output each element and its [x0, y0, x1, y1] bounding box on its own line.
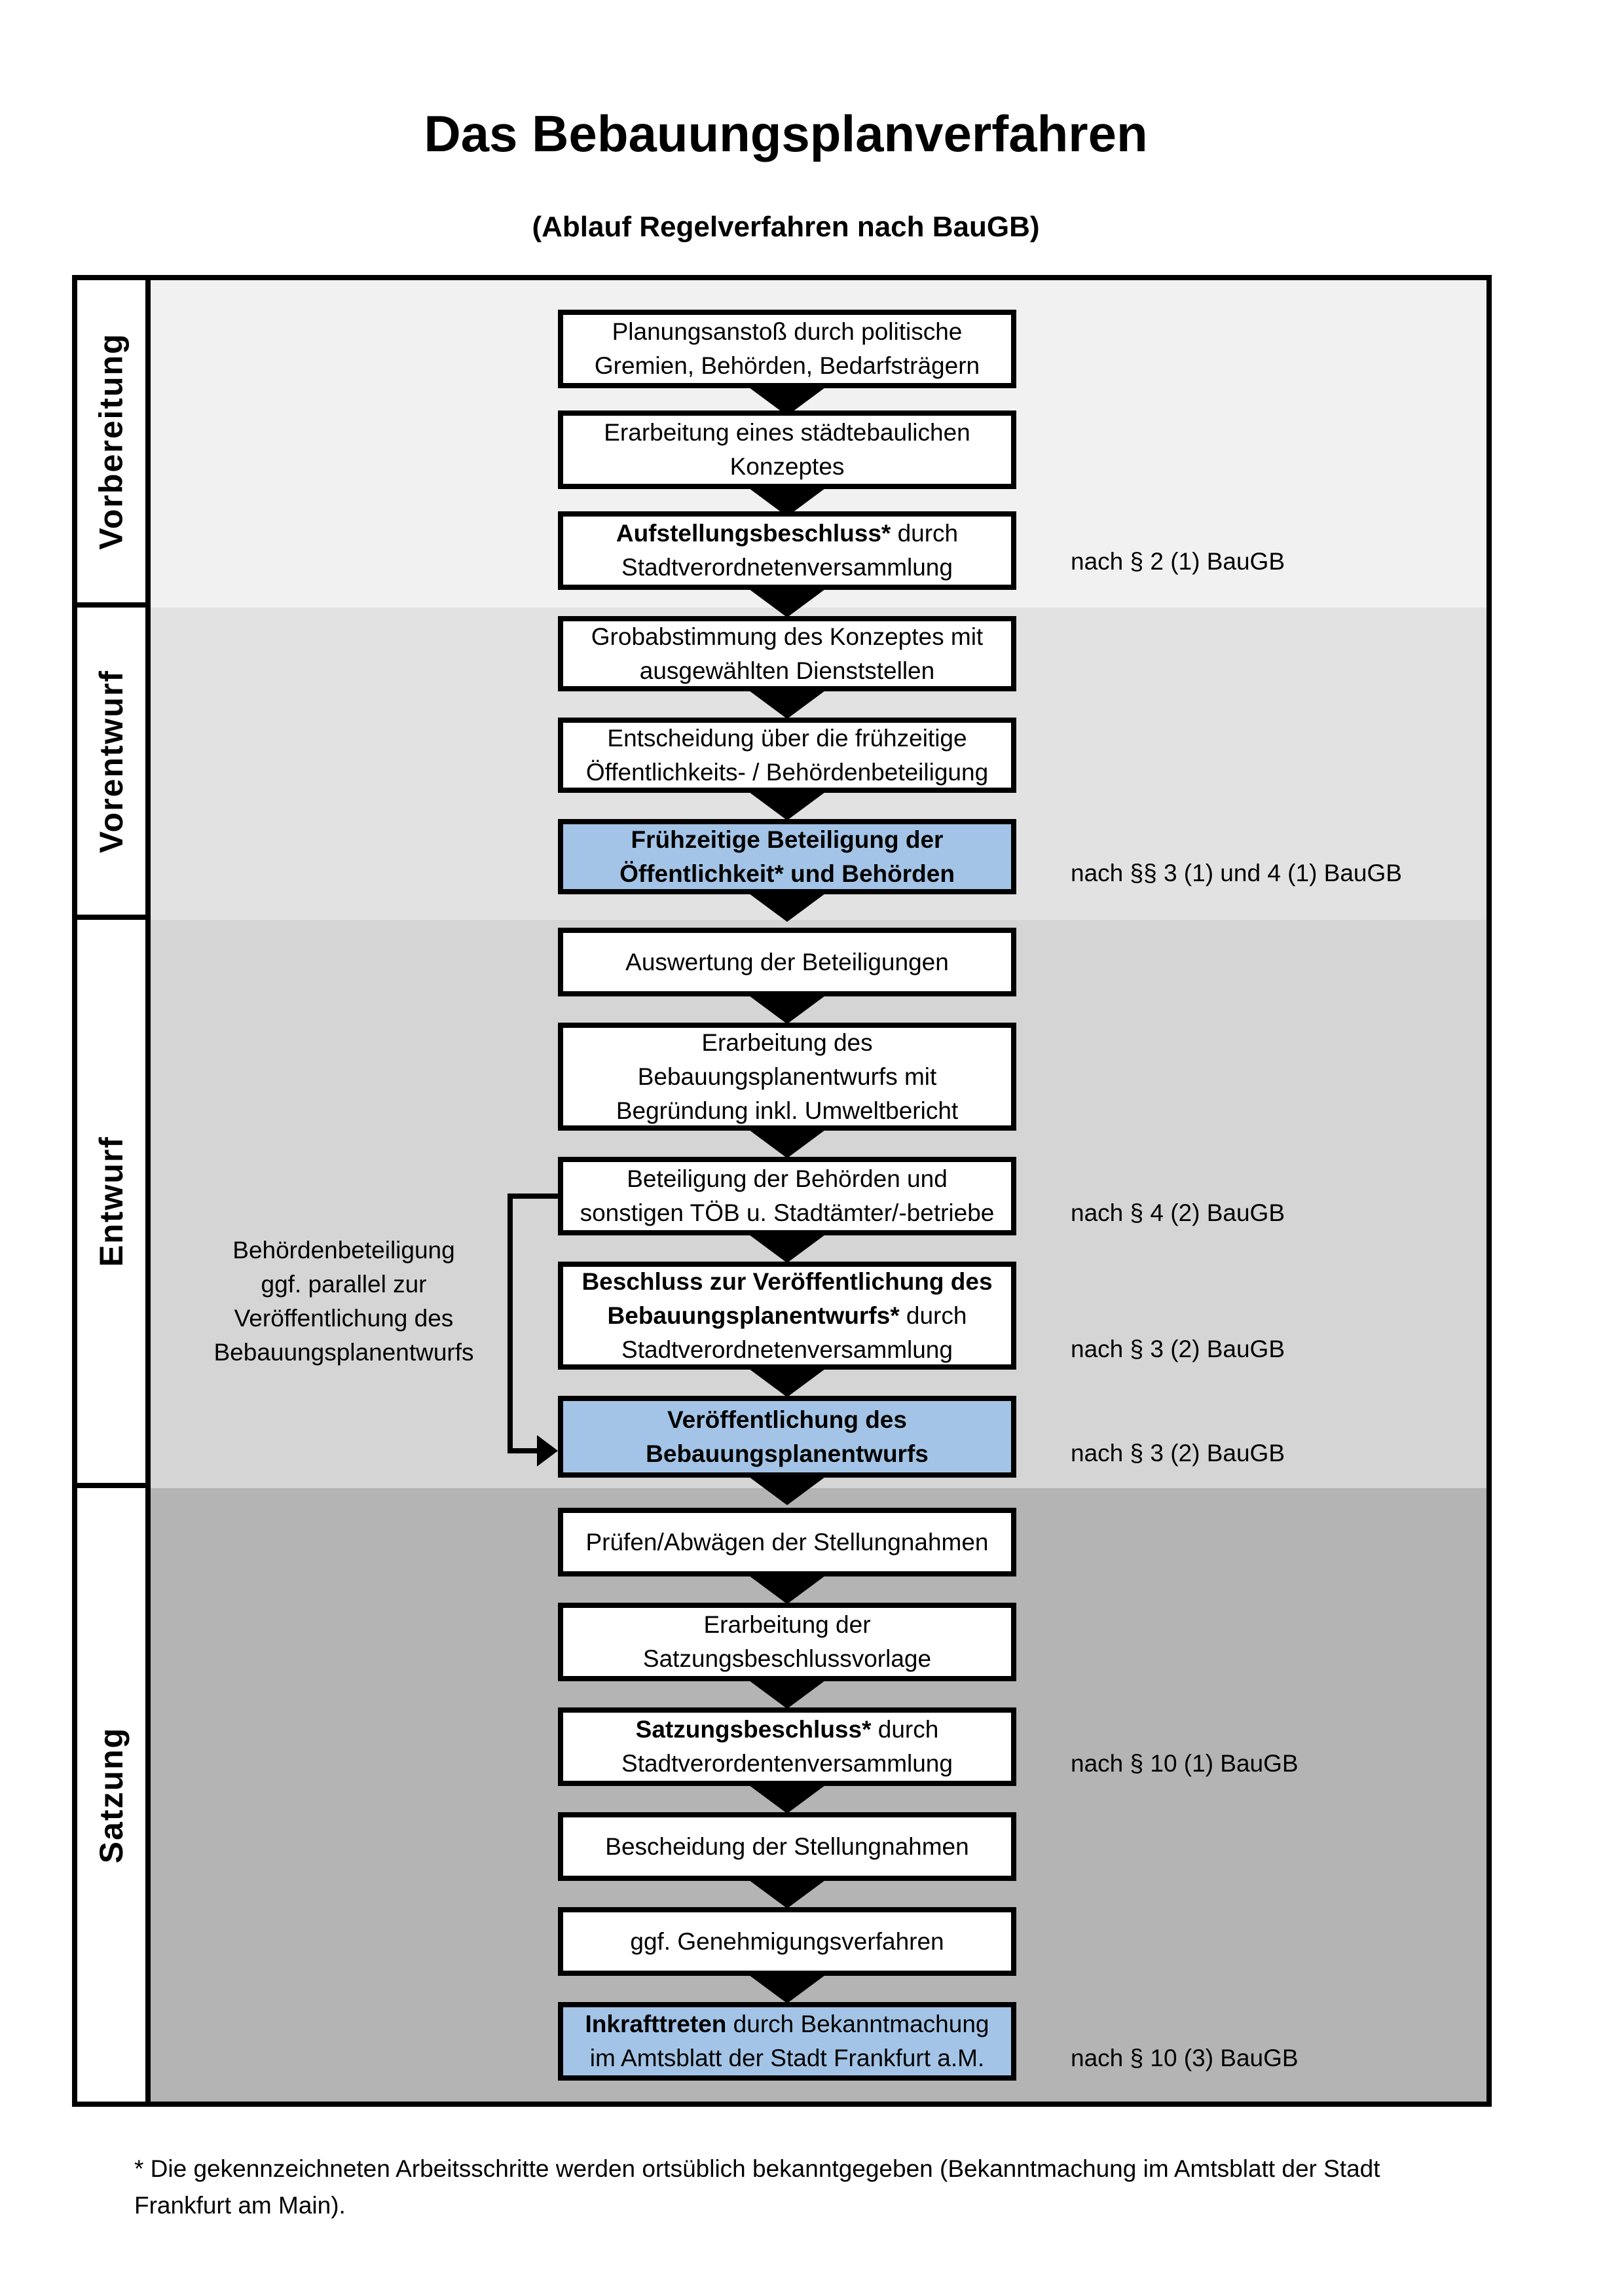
box-text-line: Prüfen/Abwägen der Stellungnahmen: [585, 1528, 989, 1556]
legal-reference: nach § 10 (1) BauGB: [1071, 1750, 1299, 1777]
flow-box-grobabstimmung: Grobabstimmung des Konzeptes mit ausgewä…: [558, 616, 1016, 691]
box-text-line: Beteiligung der Behörden und: [627, 1165, 948, 1192]
flow-box-planungsanstoss: Planungsanstoß durch politische Gremien,…: [558, 310, 1016, 388]
box-text-line: Aufstellungsbeschluss* durch: [616, 520, 959, 547]
box-text-line: Öffentlichkeits- / Behördenbeteiligung: [585, 758, 989, 786]
legal-reference: nach § 4 (2) BauGB: [1071, 1199, 1285, 1226]
box-text-line: Gremien, Behörden, Bedarfsträgern: [594, 352, 980, 379]
connector-line: [507, 1194, 513, 1453]
box-text-line: Bebauungsplanentwurfs: [646, 1440, 929, 1467]
flow-box-satzungsvorlage: Erarbeitung der Satzungsbeschlussvorlage: [558, 1603, 1016, 1681]
side-note-line: Veröffentlichung des: [234, 1305, 454, 1332]
flow-box-konzept-erarbeitung: Erarbeitung eines städtebaulichen Konzep…: [558, 410, 1016, 489]
box-text-line: Satzungsbeschlussvorlage: [642, 1645, 932, 1672]
box-text-line: Bescheidung der Stellungnahmen: [605, 1832, 969, 1860]
flow-box-bescheidung: Bescheidung der Stellungnahmen: [558, 1812, 1016, 1881]
legal-reference: nach § 2 (1) BauGB: [1071, 548, 1285, 575]
flow-box-inkrafttreten: Inkrafttreten durch Bekanntmachung im Am…: [558, 2002, 1016, 2081]
box-text-line: im Amtsblatt der Stadt Frankfurt a.M.: [589, 2045, 985, 2071]
box-text-line: Begründung inkl. Umweltbericht: [616, 1097, 959, 1124]
box-text-line: Entscheidung über die frühzeitige: [607, 724, 967, 752]
side-note: Behördenbeteiligung ggf. parallel zur Ve…: [157, 1233, 530, 1370]
connector-arrowhead-icon: [537, 1435, 558, 1467]
down-arrow-icon: [747, 689, 828, 719]
box-text-line: Konzeptes: [729, 453, 845, 480]
down-arrow-icon: [747, 1878, 828, 1908]
phase-label-vorentwurf: Vorentwurf: [77, 608, 145, 915]
flow-box-genehmigungsverfahren: ggf. Genehmigungsverfahren: [558, 1907, 1016, 1976]
down-arrow-icon: [747, 1574, 828, 1604]
phase-divider: [77, 602, 145, 608]
down-arrow-icon: [747, 587, 828, 617]
side-note-line: Bebauungsplanentwurfs: [213, 1339, 474, 1366]
legal-reference: nach § 3 (2) BauGB: [1071, 1440, 1285, 1467]
down-arrow-icon: [747, 1367, 828, 1397]
phase-label-entwurf: Entwurf: [77, 920, 145, 1483]
flow-box-veroeffentlichung: Veröffentlichung des Bebauungsplanentwur…: [558, 1396, 1016, 1478]
side-note-line: ggf. parallel zur: [261, 1271, 427, 1298]
box-text-line: Grobabstimmung des Konzeptes mit: [591, 623, 984, 650]
box-text-line: Bebauungsplanentwurfs* durch: [607, 1302, 967, 1329]
down-arrow-icon: [747, 994, 828, 1024]
box-text-line: Stadtverordnetenversammlung: [621, 1336, 953, 1363]
down-arrow-icon: [747, 1233, 828, 1263]
box-text-line: Auswertung der Beteiligungen: [625, 948, 949, 975]
box-text-line: Stadtverordentenversammlung: [621, 1750, 953, 1777]
flow-box-auswertung: Auswertung der Beteiligungen: [558, 928, 1016, 996]
footnote: * Die gekennzeichneten Arbeitsschritte w…: [134, 2151, 1516, 2224]
box-text-line: ausgewählten Dienststellen: [639, 657, 935, 684]
down-arrow-icon: [747, 790, 828, 820]
box-text-line: sonstigen TÖB u. Stadtämter/-betriebe: [580, 1199, 995, 1226]
box-text-line: Erarbeitung eines städtebaulichen: [604, 419, 970, 446]
phase-label-text: Vorentwurf: [93, 669, 130, 853]
box-text-line: Erarbeitung der: [703, 1611, 871, 1638]
flow-box-satzungsbeschluss: Satzungsbeschluss* durch Stadtverordente…: [558, 1707, 1016, 1786]
phase-label-text: Entwurf: [93, 1135, 130, 1267]
flow-box-fruehzeitige-beteiligung: Frühzeitige Beteiligung der Öffentlichke…: [558, 819, 1016, 894]
box-text-line: Öffentlichkeit* und Behörden: [619, 860, 955, 887]
box-text-line: Planungsanstoß durch politische: [612, 318, 963, 345]
flow-box-behoerdenbeteiligung: Beteiligung der Behörden und sonstigen T…: [558, 1157, 1016, 1235]
page-title: Das Bebauungsplanverfahren: [424, 105, 1148, 162]
down-arrow-icon: [747, 1128, 828, 1158]
box-text-line: Beschluss zur Veröffentlichung des: [581, 1267, 993, 1295]
box-text-line: Inkrafttreten durch Bekanntmachung: [585, 2011, 989, 2037]
legal-reference: nach § 10 (3) BauGB: [1071, 2045, 1299, 2071]
flow-box-veroeffentlichungsbeschluss: Beschluss zur Veröffentlichung des Bebau…: [558, 1262, 1016, 1370]
phase-label-text: Satzung: [93, 1726, 130, 1863]
box-text-line: Erarbeitung des: [701, 1029, 873, 1056]
down-arrow-icon: [747, 1973, 828, 2003]
flow-box-entscheidung-beteiligung: Entscheidung über die frühzeitige Öffent…: [558, 718, 1016, 793]
box-text-line: Satzungsbeschluss* durch: [635, 1716, 939, 1743]
down-arrow-icon: [747, 1783, 828, 1813]
phase-divider: [77, 915, 145, 920]
phase-label-text: Vorbereitung: [93, 333, 130, 550]
flow-box-entwurf-erarbeitung: Erarbeitung des Bebauungsplanentwurfs mi…: [558, 1023, 1016, 1131]
box-text-line: ggf. Genehmigungsverfahren: [630, 1927, 944, 1955]
footnote-line: Frankfurt am Main).: [134, 2192, 346, 2219]
legal-reference: nach §§ 3 (1) und 4 (1) BauGB: [1071, 860, 1402, 886]
down-arrow-icon: [747, 1475, 828, 1505]
box-text-line: Bebauungsplanentwurfs mit: [637, 1063, 937, 1090]
box-text-line: Veröffentlichung des: [667, 1406, 907, 1433]
label-column-divider: [145, 280, 151, 2102]
phase-divider: [77, 1483, 145, 1488]
side-note-line: Behördenbeteiligung: [232, 1237, 455, 1264]
phase-label-satzung: Satzung: [77, 1488, 145, 2102]
connector-line: [507, 1194, 563, 1199]
legal-reference: nach § 3 (2) BauGB: [1071, 1336, 1285, 1362]
down-arrow-icon: [747, 892, 828, 922]
phase-label-vorbereitung: Vorbereitung: [77, 280, 145, 602]
footnote-line: * Die gekennzeichneten Arbeitsschritte w…: [134, 2155, 1380, 2182]
flow-box-pruefen-abwaegen: Prüfen/Abwägen der Stellungnahmen: [558, 1508, 1016, 1576]
page-subtitle: (Ablauf Regelverfahren nach BauGB): [532, 211, 1040, 243]
down-arrow-icon: [747, 1679, 828, 1709]
box-text-line: Frühzeitige Beteiligung der: [631, 826, 944, 853]
box-text-line: Stadtverordnetenversammlung: [621, 554, 953, 581]
connector-line: [507, 1448, 540, 1453]
flow-box-aufstellungsbeschluss: Aufstellungsbeschluss* durch Stadtverord…: [558, 511, 1016, 590]
